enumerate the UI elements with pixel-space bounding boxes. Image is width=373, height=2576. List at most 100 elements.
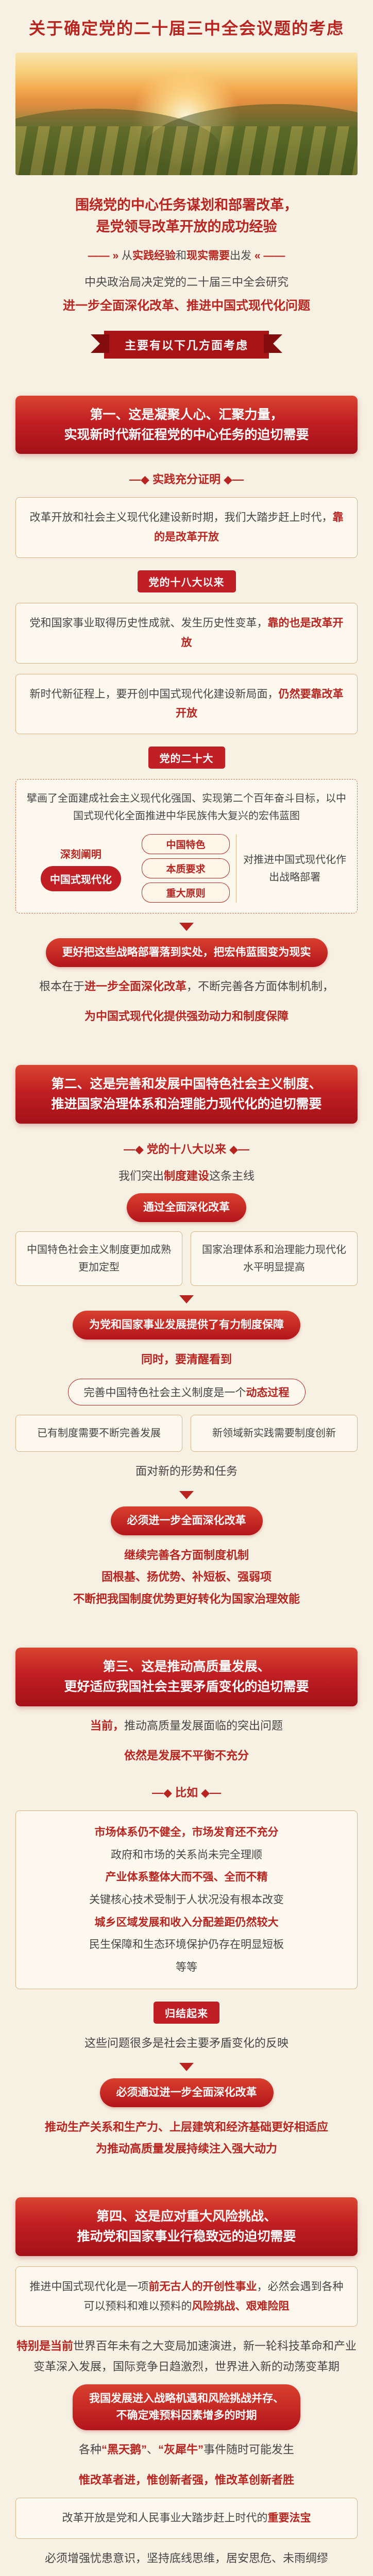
section1-box-new-journey: 新时代新征程上，要开创中国式现代化建设新局面，仍然要靠改革开放 [15,673,358,735]
section1-closing: 根本在于进一步全面深化改革，不断完善各方面体制机制， [15,976,358,997]
diagram-badge-modernization: 中国式现代化 [40,866,121,891]
section2-box-governance: 国家治理体系和治理能力现代化水平明显提高 [191,1231,358,1286]
considerations-ribbon: 主要有以下几方面考虑 [90,330,283,359]
section4-box2-text: 改革开放是党和人民事业大踏步赶上时代的 [62,2512,268,2524]
section3-examples-box: 市场体系仍不健全，市场发育还不充分 政府和市场的关系尚未完全理顺 产业体系整体大… [15,1810,358,1990]
section1-pill: 更好把这些战略部署落到实处，把宏伟蓝图变为现实 [45,938,328,967]
swan-highlight-1: “黑天鹅” [101,2443,147,2456]
example-line-6: 民生保障和生态环境保护仍存在明显短板 [89,1939,284,1951]
section2-pill-guarantee: 为党和国家事业发展提供了有力制度保障 [73,1310,300,1340]
section3-closing-line1: 推动生产关系和生产力、上层建筑和经济基础更好相适应 [44,2120,328,2133]
diagram-left-cell: 深刻阐明 中国式现代化 [26,846,135,891]
section2-badge: 党的十八大以来 [15,1140,358,1157]
section2-closing-line3: 不断把我国制度优势更好转化为国家治理效能 [73,1592,300,1606]
section4-box-pioneering: 推进中国式现代化是一项前无古人的开创性事业，必然会遇到各种可以预料和难以预料的风… [15,2266,358,2327]
section3-banner: 第三、这是推动高质量发展、 更好适应我国社会主要矛盾变化的迫切需要 [15,1648,358,1706]
section1-closing-pre: 根本在于 [39,979,84,993]
example-line-4: 关键核心技术受制于人状况没有根本改变 [89,1894,284,1906]
section2-banner-line2: 推进国家治理体系和治理能力现代化的迫切需要 [51,1096,322,1111]
section2-capsule-highlight: 动态过程 [246,1387,290,1399]
origin-line: 从实践经验和现实需要出发 [15,247,358,263]
section2-meanwhile: 同时，要清醒看到 [141,1352,232,1366]
swan-highlight-2: “灰犀牛” [158,2443,204,2456]
section3-closing-pill: 必须通过进一步全面深化改革 [99,2078,274,2107]
origin-highlight-1: 实践经验 [132,249,176,262]
intro-lead-line1: 围绕党的中心任务谋划和部署改革， [75,197,298,213]
section1-closing-highlight: 进一步全面深化改革 [84,979,186,993]
section1-box-b-highlight: 靠的也是改革开放 [181,617,344,649]
section3-lead: 当前，推动高质量发展面临的突出问题 [15,1716,358,1736]
section3-banner-line1: 第三、这是推动高质量发展、 [103,1659,270,1674]
section1-diagram: 擘画了全面建成社会主义现代化强国、实现第二个百年奋斗目标，以中国式现代化全面推进… [15,779,358,914]
terraced-fields [15,126,358,175]
section1-banner-line1: 第一、这是凝聚人心、汇聚力量， [90,407,283,422]
section3-lead-highlight: 当前， [90,1719,124,1732]
origin-mid: 和 [176,249,186,262]
section2-capsule: 完善中国特色社会主义制度是一个动态过程 [67,1379,306,1406]
decision-line2: 进一步全面深化改革、推进中国式现代化问题 [63,298,310,313]
section2-box-system: 中国特色社会主义制度更加成熟更加定型 [15,1231,182,1286]
diagram-row: 深刻阐明 中国式现代化 中国特色 本质要求 重大原则 对推进中国式现代化作出战略… [26,834,347,903]
section4-para-text: 世界百年未有之大变局加速演进，新一轮科技革命和产业变革深入发展，国际竞争日趋激烈… [33,2340,357,2374]
section4-pill-line2: 不确定难预料因素增多的时期 [116,2410,257,2422]
section2-banner: 第二、这是完善和发展中国特色社会主义制度、 推进国家治理体系和治理能力现代化的迫… [15,1065,358,1124]
section2-closing-line2: 固根基、扬优势、补短板、强弱项 [101,1570,272,1584]
section3-lead-text: 推动高质量发展面临的突出问题 [124,1719,283,1732]
section1-banner-line2: 实现新时代新征程党的中心任务的迫切需要 [64,427,309,442]
section3-badge-example: 比如 [15,1784,358,1800]
hero-photo [15,53,358,175]
tag-since-18th-congress: 党的十八大以来 [137,570,236,592]
section3-reflection-line: 这些问题很多是社会主要矛盾变化的反映 [84,2037,289,2050]
section1-banner: 第一、这是凝聚人心、汇聚力量， 实现新时代新征程党的中心任务的迫切需要 [15,395,358,454]
section4-banner-line1: 第四、这是应对重大风险挑战、 [96,2209,277,2224]
section2-capsule-pre: 完善中国特色社会主义制度是一个 [83,1387,246,1399]
section4-period-pill: 我国发展进入战略机遇和风险挑战并存、 不确定难预料因素增多的时期 [73,2384,300,2430]
section2-pill-reform: 通过全面深化改革 [127,1193,246,1222]
section4-swan-line: 各种“黑天鹅”、“灰犀牛”事件随时可能发生 [15,2439,358,2460]
section-3: 第三、这是推动高质量发展、 更好适应我国社会主要矛盾变化的迫切需要 当前，推动高… [15,1648,358,2160]
section2-mainline: 我们突出制度建设这条主线 [15,1166,358,1187]
section2-line1-post: 这条主线 [209,1169,255,1182]
section2-result-cols: 中国特色社会主义制度更加成熟更加定型 国家治理体系和治理能力现代化水平明显提高 [15,1231,358,1286]
example-line-3: 产业体系整体大而不强、全而不精 [105,1871,268,1884]
motto-2: 惟创新者强 [147,2471,215,2487]
section1-box-a-text: 改革开放和社会主义现代化建设新时期，我们大踏步赶上时代， [29,512,333,524]
section2-line1-pre: 我们突出 [118,1169,164,1182]
section4-box2-highlight: 重要法宝 [267,2512,311,2524]
example-line-2: 政府和市场的关系尚未完全理顺 [111,1849,262,1861]
section1-box-b-text: 党和国家事业取得历史性成就、发生历史性变革， [29,617,268,629]
section4-awareness-line: 必须增强忧患意识，坚持底线思维，居安思危、未雨绸缪 [44,2552,328,2565]
section2-need-cols: 已有制度需要不断完善发展 新领域新实践需要制度创新 [15,1415,358,1452]
motto-1: 惟改革者进 [79,2471,147,2487]
page-title: 关于确定党的二十届三中全会议题的考虑 [28,19,344,38]
arrow-down-icon [179,923,194,931]
origin-highlight-2: 现实需要 [186,249,230,262]
section4-banner: 第四、这是应对重大风险挑战、 推动党和国家事业行稳致远的迫切需要 [15,2197,358,2256]
diagram-blueprint-text: 擘画了全面建成社会主义现代化强国、实现第二个百年奋斗目标，以中国式现代化全面推进… [27,793,346,822]
section4-box1-highlight1: 前无古人的开创性事业 [148,2280,257,2293]
section4-box1-mid: ，必然会遇到各种可以预料和难以预料的 [83,2280,344,2312]
diagram-item-3: 重大原则 [141,883,230,903]
section2-closing: 继续完善各方面制度机制 固根基、扬优势、补短板、强弱项 不断把我国制度优势更好转… [15,1545,358,1611]
diagram-strategy-text: 对推进中国式现代化作出战略部署 [243,854,347,883]
section2-new-situation: 面对新的形势和任务 [135,1465,238,1478]
decision-line1: 中央政治局决定党的二十届三中全会研究 [84,275,289,289]
origin-post: 出发 [230,249,251,262]
diagram-items: 中国特色 本质要求 重大原则 [141,834,230,903]
section-2: 第二、这是完善和发展中国特色社会主义制度、 推进国家治理体系和治理能力现代化的迫… [15,1065,358,1611]
example-line-5: 城乡区域发展和收入分配差距仍然较大 [94,1916,279,1928]
example-line-7: 等等 [176,1961,197,1973]
swan-post: 事件随时可能发生 [204,2443,295,2456]
section2-banner-line1: 第二、这是完善和发展中国特色社会主义制度、 [51,1077,322,1092]
section2-pill-deepen: 必须进一步全面深化改革 [110,1506,263,1535]
section1-badge-proof: 实践充分证明 [15,470,358,487]
section1-box-achievements: 党和国家事业取得历史性成就、发生历史性变革，靠的也是改革开放 [15,602,358,664]
section1-box-a-highlight: 靠的是改革开放 [154,512,344,544]
diagram-label: 深刻阐明 [60,849,101,860]
swan-mid: 、 [146,2443,158,2456]
intro-lead-line2: 是党领导改革开放的成功经验 [96,218,277,234]
decision-statement: 中央政治局决定党的二十届三中全会研究 进一步全面深化改革、推进中国式现代化问题 [15,273,358,313]
section-1: 第一、这是凝聚人心、汇聚力量， 实现新时代新征程党的中心任务的迫切需要 实践充分… [15,395,358,1028]
tag-in-summary: 归结起来 [154,2002,219,2024]
